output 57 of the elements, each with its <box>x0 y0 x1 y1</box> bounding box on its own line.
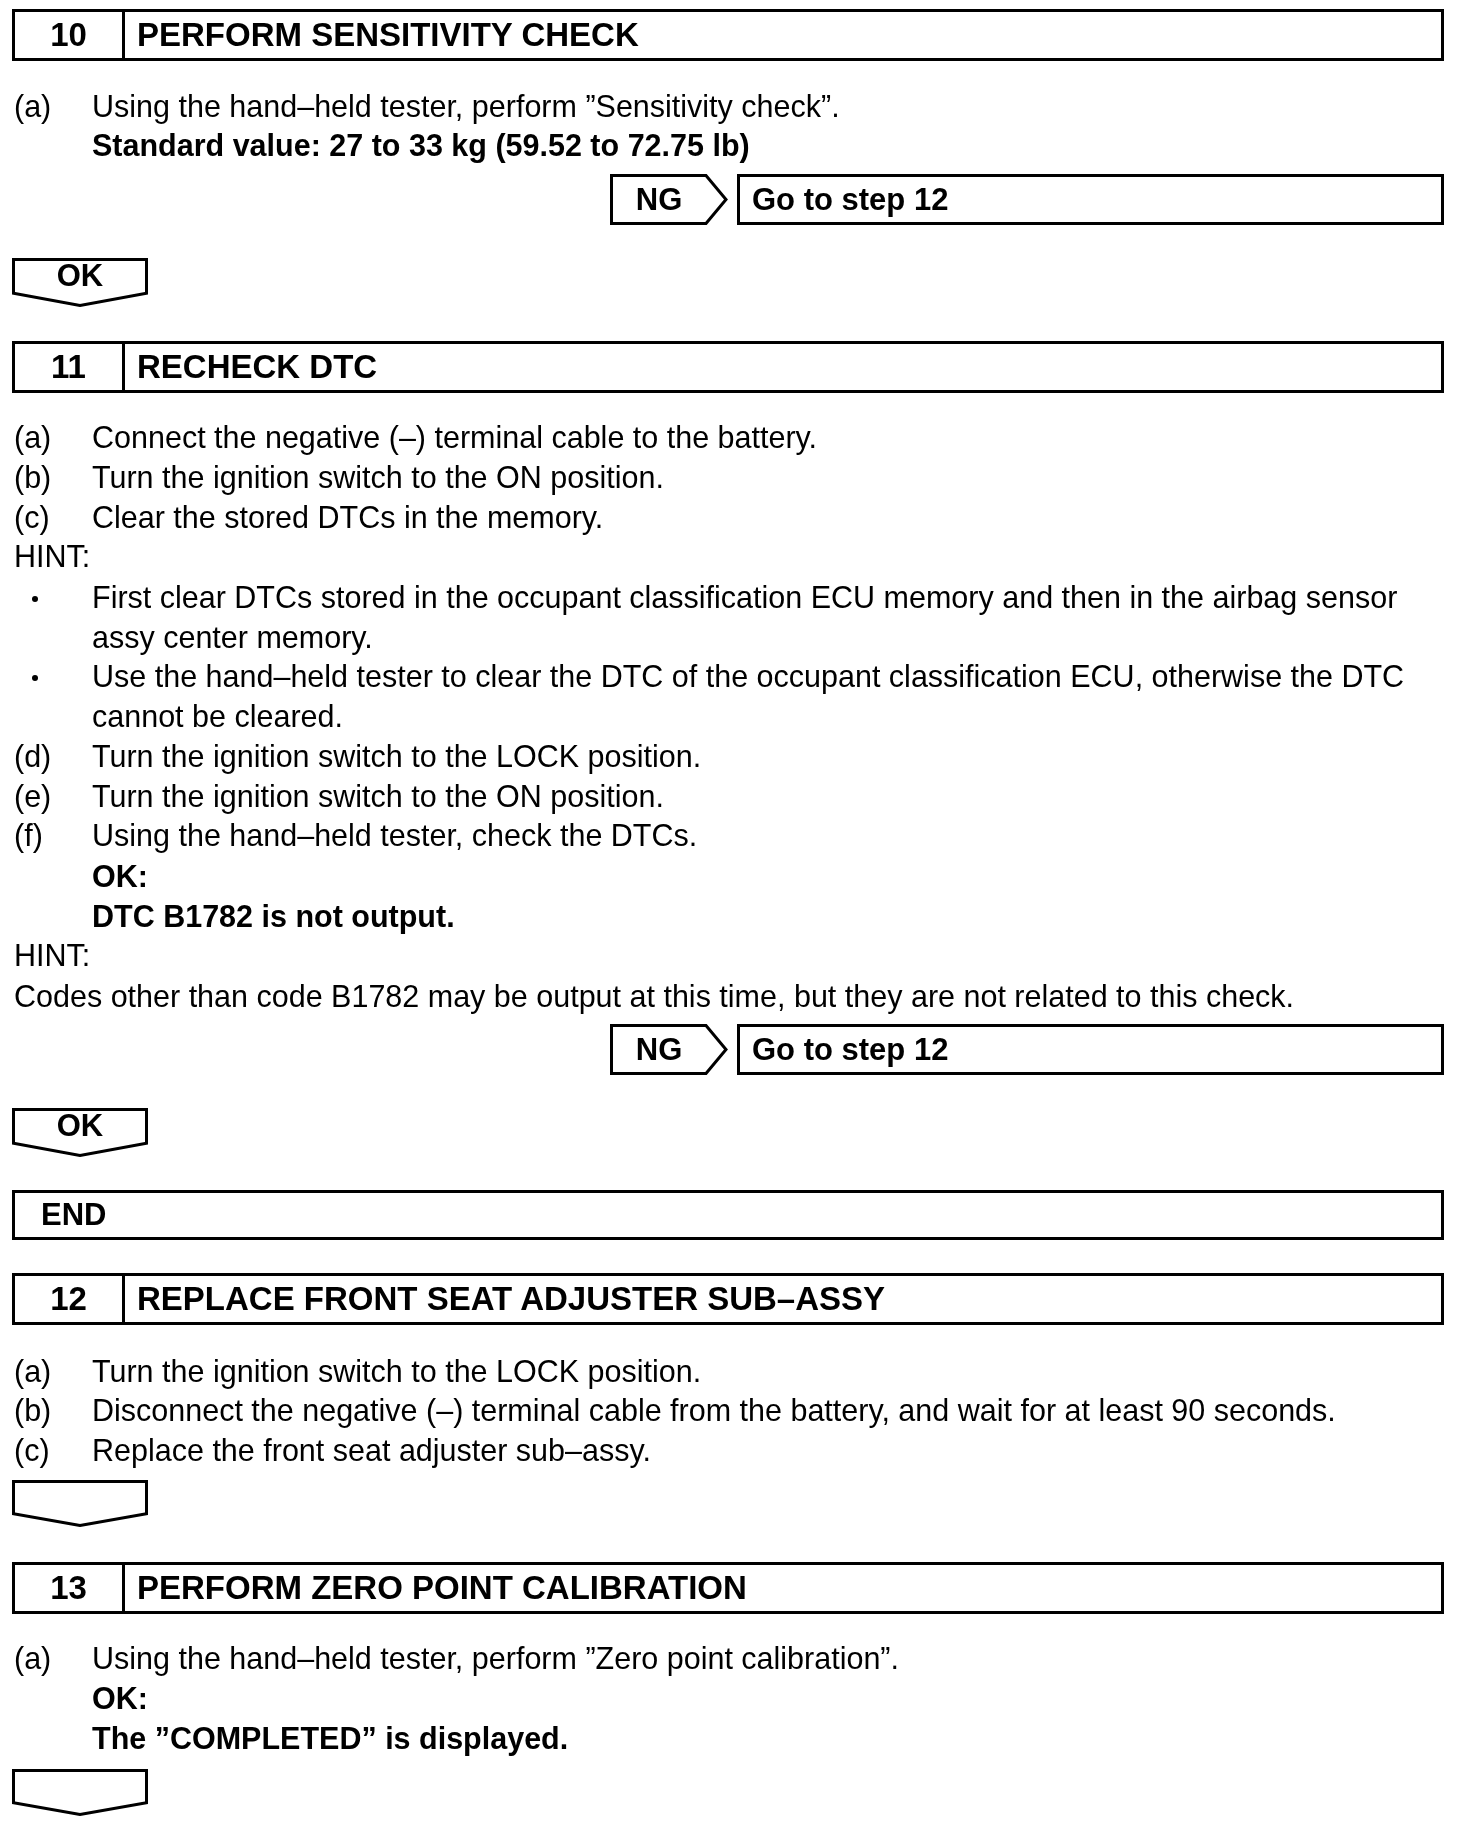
ok-arrow <box>12 258 148 307</box>
end-box: END <box>12 1190 1444 1240</box>
step-letter: (c) <box>14 1432 50 1470</box>
step-header <box>12 9 1444 61</box>
ok-label: OK <box>55 1108 105 1144</box>
step-title: PERFORM ZERO POINT CALIBRATION <box>136 1568 747 1608</box>
instruction-text: Clear the stored DTCs in the memory. <box>92 499 604 537</box>
instruction-text: (c) <box>14 499 50 537</box>
step-header <box>12 1562 1444 1614</box>
bold-note: Standard value: 27 to 33 kg (59.52 to 72.75 lb) <box>92 127 750 165</box>
instruction-text: Replace the front seat adjuster sub–assy. <box>92 1432 651 1470</box>
instruction-box: Go to step 12 <box>737 1024 1444 1075</box>
step-number: 13 <box>15 1565 125 1611</box>
step-letter: (b) <box>14 1392 52 1430</box>
step-title: RECHECK DTC <box>136 347 378 387</box>
ok-label: OK <box>55 258 105 294</box>
step-header <box>12 341 1444 393</box>
bullet-text: Use the hand–held tester to clear the DTC of the occupant classification ECU, otherwise the DTC cannot be cleared. <box>92 658 1406 735</box>
instruction-text: Codes other than code B1782 may be output at this time, but they are not related to this check. <box>14 978 1295 1016</box>
step-letter: HINT: <box>14 937 91 974</box>
instruction-text: Connect the negative (–) terminal cable to the battery. <box>92 419 818 457</box>
step-letter: (a) <box>14 1353 52 1391</box>
step-letter: (e) <box>14 778 52 816</box>
ng-label: NG <box>634 181 684 219</box>
bullet-text: First clear DTCs stored in the occupant classification ECU memory and then in the airbag sensor assy center memory. <box>92 579 1399 657</box>
instruction-text: Turn the ignition switch to the ON position. <box>92 459 664 497</box>
ng-chevron <box>610 1024 728 1075</box>
step-number: 11 <box>15 344 125 390</box>
instruction-box: Go to step 12 <box>737 174 1444 225</box>
instruction-text: Turn the ignition switch to the LOCK position. <box>92 1353 702 1391</box>
bold-note: The ”COMPLETED” is displayed. <box>92 1720 569 1758</box>
ng-chevron <box>610 174 728 225</box>
bold-note: OK: <box>92 1680 148 1717</box>
instruction-text: (a) <box>14 419 52 457</box>
bold-note: OK: <box>92 858 148 895</box>
step-title: PERFORM SENSITIVITY CHECK <box>136 15 639 55</box>
instruction-text: Using the hand–held tester, check the DTCs. <box>92 817 698 855</box>
ng-label: NG <box>634 1031 684 1069</box>
step-letter: (a) <box>14 88 52 126</box>
instruction-text: (b) <box>14 459 52 497</box>
instruction-text: HINT: <box>14 538 91 575</box>
step-number: 12 <box>15 1276 125 1322</box>
instruction-text: Using the hand–held tester, perform ”Sensitivity check”. <box>92 88 840 126</box>
step-letter: (f) <box>14 817 43 855</box>
instruction-text: Turn the ignition switch to the ON position. <box>92 778 664 816</box>
arrow-shape <box>12 1769 148 1816</box>
instruction-text: Disconnect the negative (–) terminal cable from the battery, and wait for at least 90 seconds. <box>92 1392 1336 1430</box>
step-header <box>12 1273 1444 1325</box>
step-letter: (a) <box>14 1640 52 1678</box>
instruction-text: Turn the ignition switch to the LOCK position. <box>92 738 702 776</box>
step-title: REPLACE FRONT SEAT ADJUSTER SUB–ASSY <box>136 1279 886 1319</box>
ok-arrow <box>12 1108 148 1157</box>
bold-note: DTC B1782 is not output. <box>92 898 455 936</box>
step-letter: (d) <box>14 738 52 776</box>
arrow-shape <box>12 1480 148 1527</box>
step-number: 10 <box>15 12 125 58</box>
instruction-text: Using the hand–held tester, perform ”Zero point calibration”. <box>92 1640 899 1678</box>
